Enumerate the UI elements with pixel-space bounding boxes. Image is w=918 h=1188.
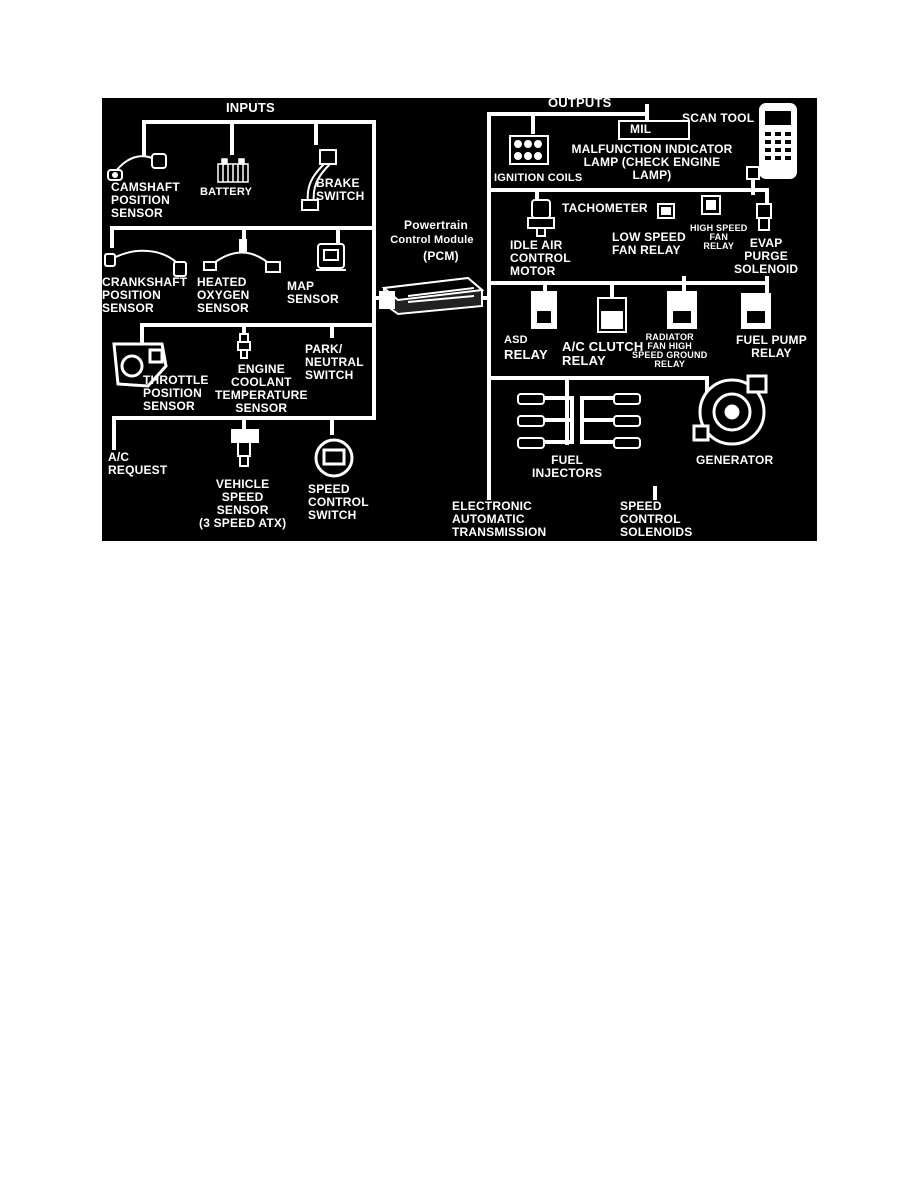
oxygen-sensor-icon <box>203 239 281 273</box>
park-neutral-switch-label: PARK/ NEUTRAL SWITCH <box>305 342 364 382</box>
low-speed-fan-relay-icon <box>657 203 675 219</box>
pcm-label-line3: (PCM) <box>423 249 459 263</box>
generator-icon <box>692 374 768 446</box>
asd-relay-label-bottom: RELAY <box>504 347 548 362</box>
camshaft-position-sensor-label: CAMSHAFT POSITION SENSOR <box>111 180 180 220</box>
fuel-pump-relay-label: FUEL PUMP RELAY <box>736 333 807 360</box>
map-sensor-icon <box>316 243 346 271</box>
ac-clutch-relay-label: A/C CLUTCH RELAY <box>562 339 644 368</box>
malfunction-indicator-lamp-label: MALFUNCTION INDICATOR LAMP (CHECK ENGINE… <box>571 142 733 182</box>
high-speed-fan-relay-icon <box>701 195 721 215</box>
mil-box-label: MIL <box>630 122 652 136</box>
fuel-pump-relay-icon <box>741 293 771 329</box>
wiring-lines <box>110 104 769 500</box>
crankshaft-position-sensor-label: CRANKSHAFT POSITION SENSOR <box>102 275 188 315</box>
ac-request-label: A/C REQUEST <box>108 450 168 477</box>
radiator-fan-relay-icon <box>667 291 697 329</box>
pcm-system-diagram: INPUTS OUTPUTS CAMSHAFT POSITION SENSOR … <box>102 98 817 541</box>
map-sensor-label: MAP SENSOR <box>287 279 339 306</box>
coolant-sensor-icon <box>237 333 251 359</box>
throttle-position-sensor-icon <box>112 342 168 388</box>
vehicle-speed-sensor-label: VEHICLE SPEED SENSOR (3 SPEED ATX) <box>199 477 287 530</box>
pcm-label-line1: Powertrain <box>403 218 468 232</box>
electronic-automatic-transmission-label: ELECTRONIC AUTOMATIC TRANSMISSION <box>452 499 547 539</box>
high-speed-fan-relay-label: HIGH SPEED FAN RELAY <box>690 223 748 251</box>
tachometer-label: TACHOMETER <box>562 201 648 215</box>
outputs-header: OUTPUTS <box>548 98 612 110</box>
ac-clutch-relay-icon <box>597 297 627 333</box>
scan-tool-connector <box>746 166 760 180</box>
fuel-injectors-label: FUEL INJECTORS <box>532 453 603 480</box>
generator-label: GENERATOR <box>696 453 774 467</box>
idle-air-control-motor-icon <box>527 199 555 237</box>
fuel-injectors-icon <box>517 393 641 449</box>
scan-tool-label: SCAN TOOL <box>682 111 755 125</box>
heated-oxygen-sensor-label: HEATED OXYGEN SENSOR <box>197 275 250 315</box>
low-speed-fan-relay-label: LOW SPEED FAN RELAY <box>612 230 686 257</box>
throttle-position-sensor-label: THROTTLE POSITION SENSOR <box>143 373 209 413</box>
radiator-fan-relay-label: RADIATOR FAN HIGH SPEED GROUND RELAY <box>632 332 708 369</box>
speed-control-switch-label: SPEED CONTROL SWITCH <box>308 482 369 522</box>
battery-label: BATTERY <box>200 186 253 198</box>
evap-purge-solenoid-label: EVAP PURGE SOLENOID <box>734 236 799 276</box>
camshaft-sensor-icon <box>107 153 167 181</box>
brake-switch-label: BRAKE SWITCH <box>316 176 365 203</box>
evap-purge-solenoid-icon <box>756 203 772 231</box>
speed-control-switch-icon <box>314 438 354 478</box>
battery-icon <box>217 158 249 183</box>
engine-coolant-temperature-sensor-label: ENGINE COOLANT TEMPERATURE SENSOR <box>215 362 308 415</box>
vehicle-speed-sensor-icon <box>231 429 259 467</box>
asd-relay-icon <box>531 291 557 329</box>
inputs-header: INPUTS <box>226 100 275 115</box>
pcm-module-icon <box>379 276 485 316</box>
speed-control-solenoids-label: SPEED CONTROL SOLENOIDS <box>620 499 693 539</box>
ignition-coils-icon <box>509 135 549 165</box>
pcm-label-line2: Control Module <box>390 234 474 246</box>
crankshaft-sensor-icon <box>104 249 187 277</box>
mil-box: MIL <box>618 120 690 140</box>
asd-relay-label-top: ASD <box>504 334 528 346</box>
ignition-coils-label: IGNITION COILS <box>494 172 583 184</box>
scan-tool-icon <box>759 103 797 179</box>
idle-air-control-motor-label: IDLE AIR CONTROL MOTOR <box>510 238 571 278</box>
brake-switch-icon <box>301 149 337 211</box>
